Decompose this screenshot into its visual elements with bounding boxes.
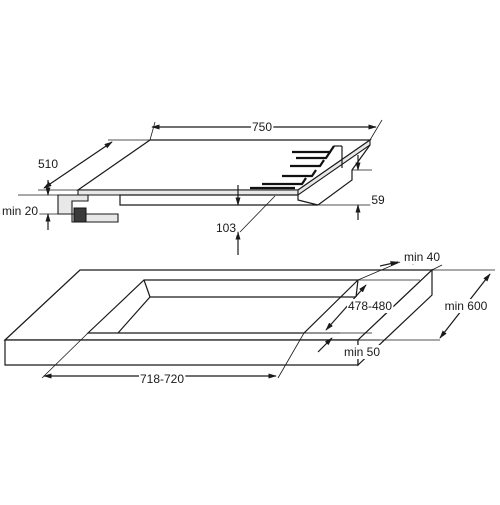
label-min40: min 40	[404, 250, 440, 264]
hob-drawing	[57, 138, 372, 223]
worktop-front	[4, 339, 359, 366]
label-750: 750	[252, 120, 272, 134]
label-backing	[250, 120, 274, 134]
dim-103	[235, 185, 276, 255]
hob-front-edge	[77, 189, 299, 196]
label-510: 510	[38, 157, 58, 171]
label-478-480: 478-480	[348, 299, 392, 313]
hob-top-plate	[76, 139, 372, 191]
hob-knobs	[250, 145, 343, 190]
dim-min50	[304, 332, 380, 353]
hob-body	[119, 194, 319, 206]
hob-body-side	[317, 144, 371, 206]
label-718-720: 718-720	[140, 372, 184, 386]
label-backing	[346, 299, 394, 313]
label-backing	[342, 345, 382, 359]
label-59: 59	[371, 193, 385, 207]
label-backing	[402, 250, 442, 264]
label-backing	[0, 204, 40, 218]
label-backing	[370, 193, 386, 207]
mounting-clamp	[57, 194, 119, 223]
label-backing	[443, 299, 489, 313]
dim-59	[318, 155, 372, 220]
label-backing	[138, 372, 186, 386]
dim-510	[38, 139, 150, 191]
label-backing	[214, 221, 238, 235]
label-min20: min 20	[2, 204, 38, 218]
label-103: 103	[216, 221, 236, 235]
label-min50: min 50	[344, 345, 380, 359]
worktop-drawing	[3, 268, 434, 367]
label-backing	[36, 157, 60, 171]
label-min600: min 600	[445, 299, 488, 313]
